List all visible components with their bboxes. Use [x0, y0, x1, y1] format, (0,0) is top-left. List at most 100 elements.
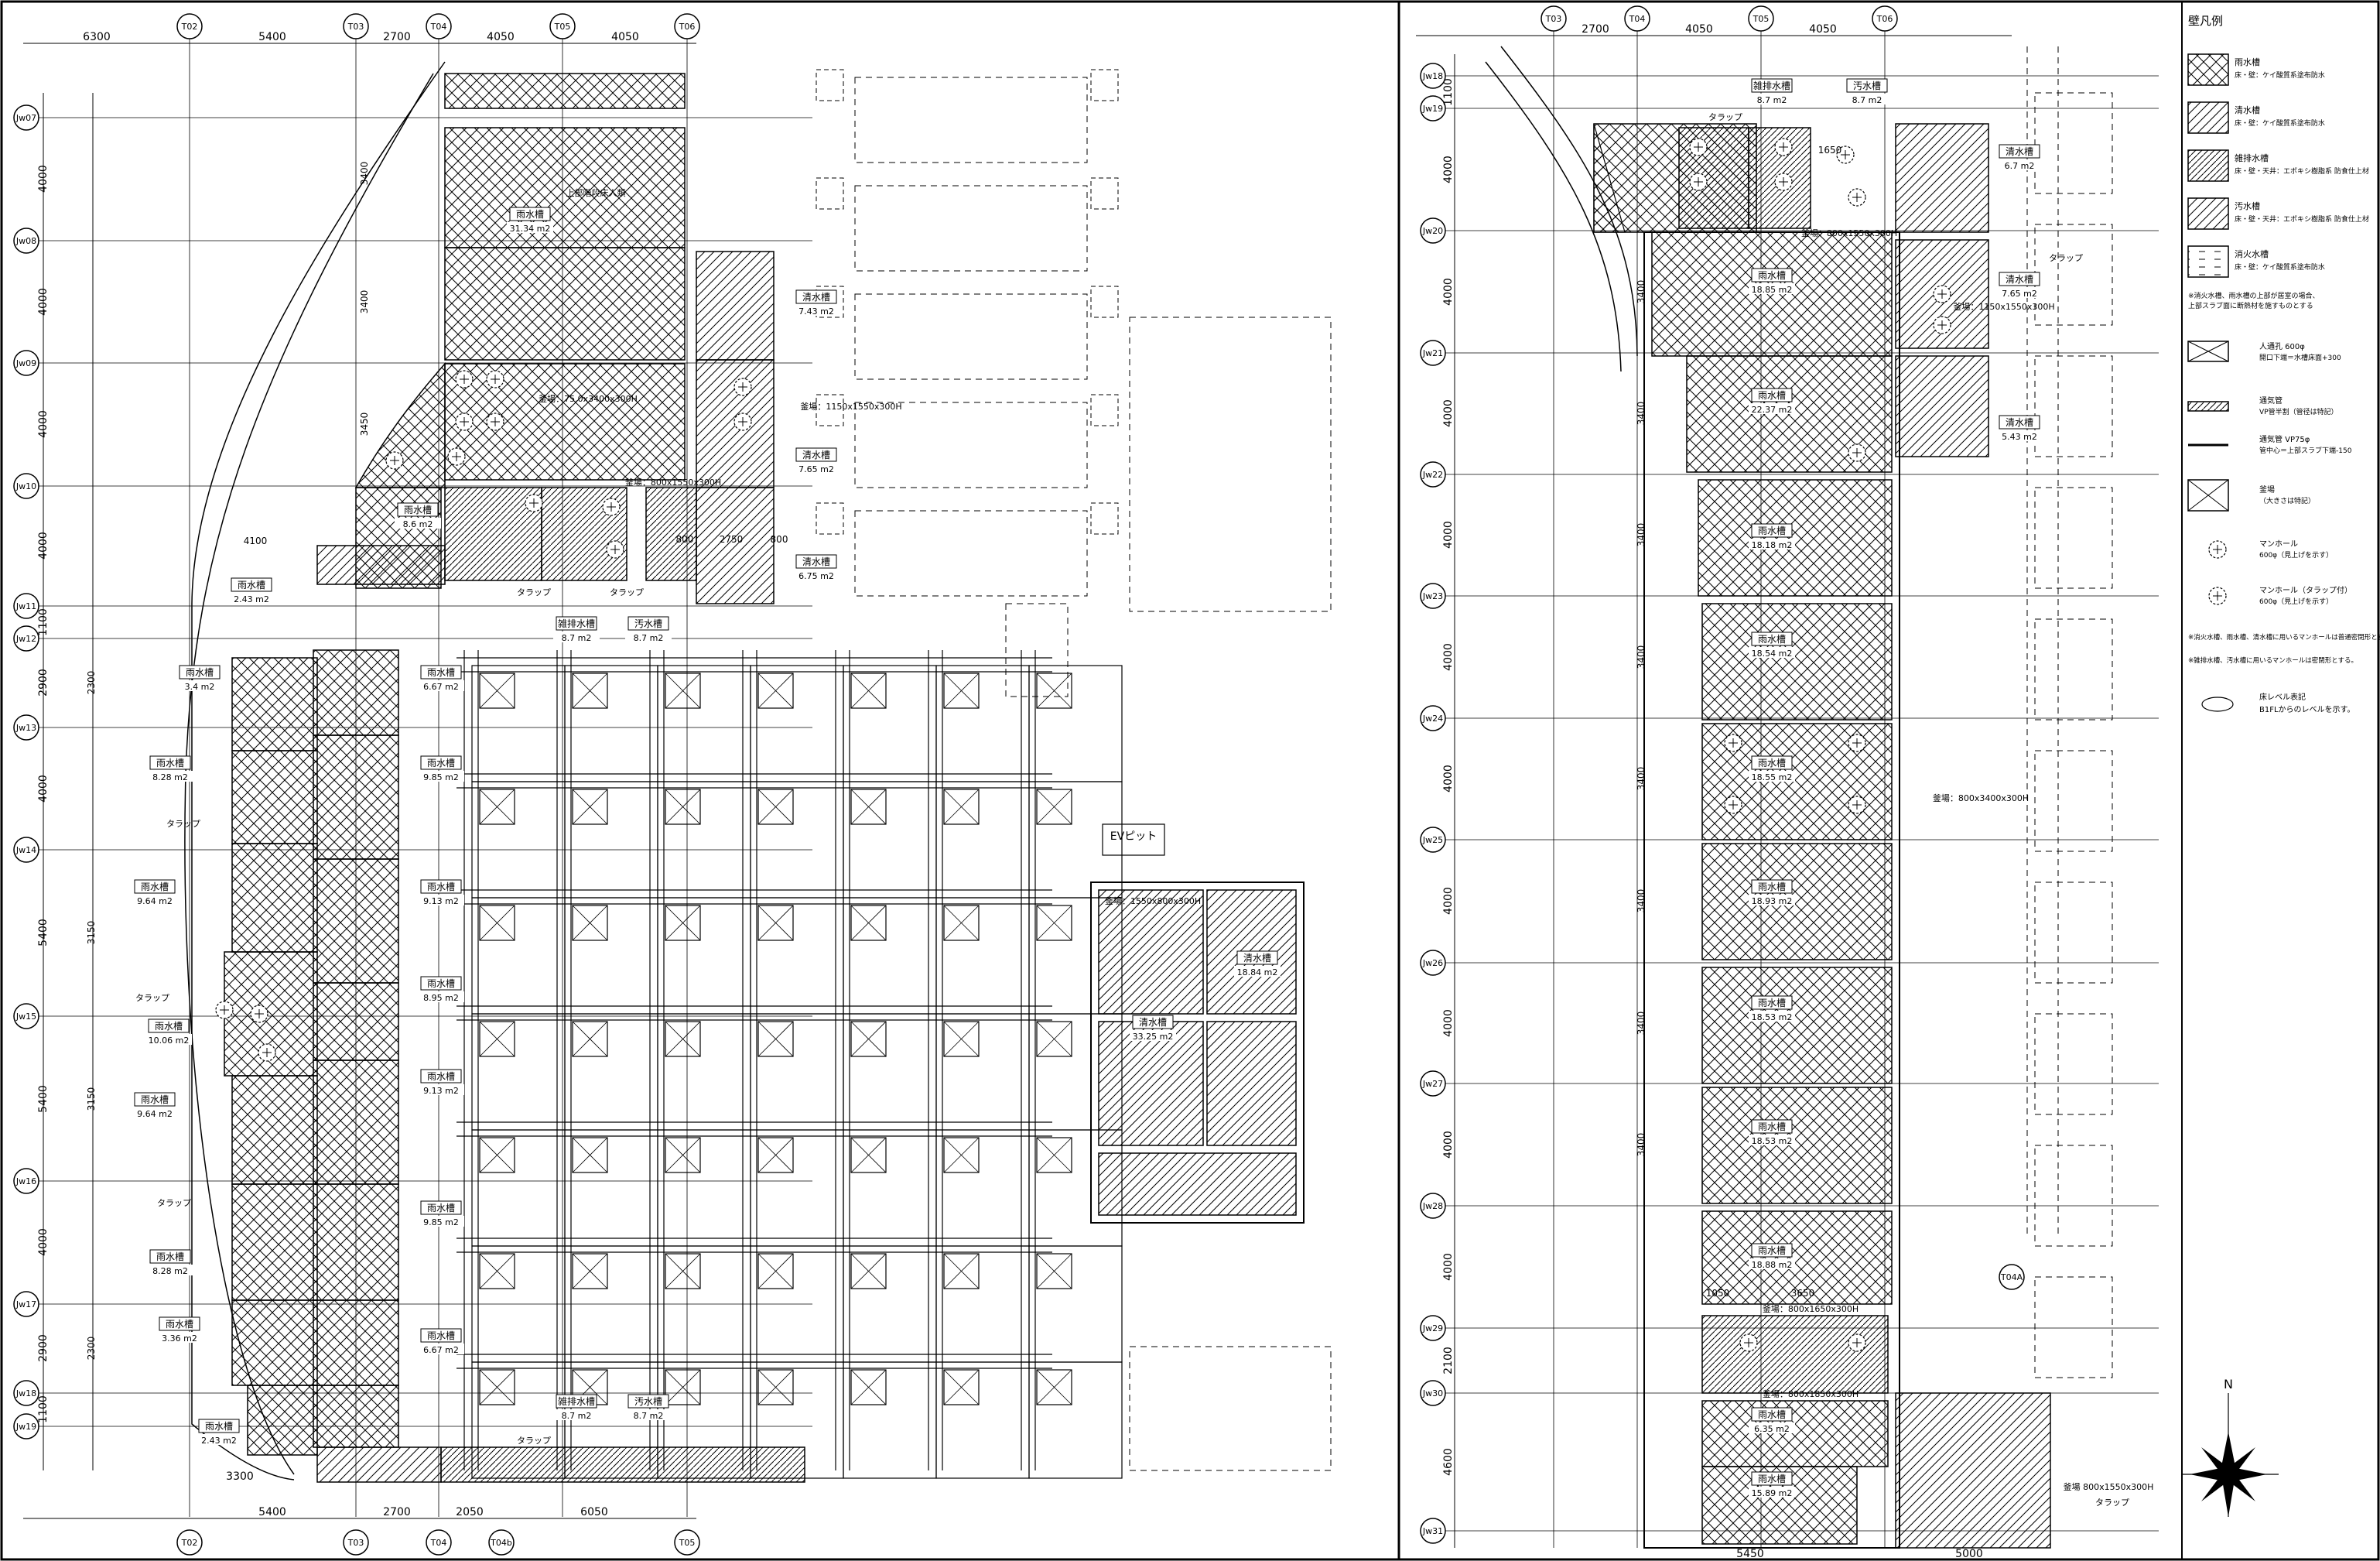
cell-outline [479, 1369, 515, 1405]
dim-label: 2100 [1442, 1347, 1455, 1374]
structural-bay [935, 665, 1030, 782]
line [943, 1369, 980, 1405]
legend-item-desc: 床・壁：ケイ酸質系塗布防水 [2235, 70, 2325, 80]
dashed-pit [1090, 502, 1119, 535]
legend-symbol-desc: 600φ（見上げを示す） [2259, 597, 2333, 606]
legend-level-desc: B1FLからのレベルを示す。 [2259, 705, 2355, 714]
manhole-icon [2208, 587, 2227, 605]
grid-bubble [488, 1529, 515, 1556]
dim-label: 3400 [1636, 889, 1647, 913]
annotation-text: 釜場：800x1550x300H [625, 477, 721, 488]
legend-note: ※雑排水槽、汚水槽に用いるマンホールは密閉形とする。 [2188, 656, 2358, 665]
room-area: 9.64 m2 [137, 896, 173, 906]
dim-label: 4100 [244, 536, 268, 546]
annotation-text: 釜場：800x1850x300H [1763, 1388, 1859, 1399]
dim-label: 3400 [1636, 645, 1647, 669]
structural-cell [572, 1253, 608, 1289]
room-name: 雨水槽 [156, 758, 184, 769]
legend-title: 壁凡例 [2188, 14, 2223, 28]
rain-tank-zone [313, 1183, 399, 1301]
grid-bubble-label: Jw14 [15, 845, 36, 855]
manhole-icon [486, 370, 504, 389]
dim-label: 2050 [456, 1506, 484, 1518]
dim-label: 3300 [226, 1470, 254, 1483]
room-area-bg [1749, 539, 1795, 549]
legend-symbol-name: マンホール [2259, 539, 2298, 549]
structural-bay [935, 1245, 1030, 1363]
manhole-icon [1848, 796, 1866, 814]
line [665, 1137, 701, 1173]
room-name-box [420, 1200, 462, 1215]
dim-label: 2750 [720, 534, 744, 545]
grid-bubble-label: Jw28 [1422, 1201, 1443, 1211]
cell-outline [572, 1253, 608, 1289]
room-area-bg [553, 632, 600, 642]
grid-bubble-label: Jw19 [15, 1422, 36, 1432]
dim-label: 4600 [1442, 1448, 1455, 1476]
room-area-bg [196, 1434, 242, 1445]
room-name-box [134, 879, 176, 894]
grid-bubble-label: T03 [347, 22, 364, 32]
curved-wall-outer [1485, 61, 1622, 372]
rain-tank-zone [231, 1299, 318, 1386]
room-area-bg [1234, 966, 1281, 977]
grid-bubble [674, 1529, 700, 1556]
grid-bubble-label: Jw18 [1422, 71, 1443, 81]
dim-label: 4000 [1442, 765, 1455, 792]
room-name-box [231, 577, 272, 592]
cell-outline [665, 1137, 701, 1173]
structural-cell [943, 1253, 980, 1289]
room-area-bg [147, 771, 193, 782]
structural-cell [479, 1253, 515, 1289]
dim-label: 4000 [37, 775, 50, 803]
structural-cell [1036, 905, 1072, 941]
line [850, 789, 887, 825]
structural-cell [572, 905, 608, 941]
line [572, 789, 608, 825]
rain-tank-zone [1701, 1087, 1893, 1204]
rain-tank-zone [247, 1385, 318, 1456]
cell-outline [757, 1369, 794, 1405]
room-name: 雨水槽 [141, 1094, 169, 1105]
annotation-text: タラップ [135, 993, 169, 1003]
grid-bubble-label: T04 [430, 1538, 447, 1548]
structural-cell [1036, 789, 1072, 825]
rain-tank-zone [231, 1183, 318, 1301]
structural-bay [843, 1013, 937, 1131]
room-name-box [1751, 1407, 1793, 1422]
dashed-room [2034, 618, 2113, 721]
manhole-icon [1848, 188, 1866, 207]
structural-bay [1028, 1361, 1123, 1479]
rain-tank-zone [1698, 479, 1893, 597]
dim-label: 4000 [37, 410, 50, 438]
cell-outline [757, 673, 794, 709]
room-name: 雨水槽 [404, 505, 432, 515]
dim-label: 3650 [1791, 1288, 1815, 1299]
dim-label: 2900 [37, 1334, 50, 1362]
dim-label: 5400 [37, 919, 50, 947]
dashed-room [1129, 1346, 1332, 1471]
grid-bubble-label: Jw11 [15, 601, 36, 611]
room-area-bg [132, 895, 178, 905]
structural-cell [665, 789, 701, 825]
rain-tank-zone [231, 843, 318, 953]
rain-tank-zone [231, 750, 318, 844]
manhole-icon [733, 413, 752, 431]
dashed-pit [1090, 286, 1119, 318]
dim-label: 4000 [37, 288, 50, 316]
legend-item-desc: 床・壁：ケイ酸質系塗布防水 [2235, 262, 2325, 272]
room-name-box [795, 554, 837, 569]
structural-cell [757, 905, 794, 941]
room-area: 7.43 m2 [798, 306, 834, 317]
room-name: 雨水槽 [1758, 1245, 1786, 1256]
structural-cell [850, 789, 887, 825]
room-area-bg [1130, 1030, 1176, 1041]
room-area: 9.85 m2 [423, 772, 459, 782]
